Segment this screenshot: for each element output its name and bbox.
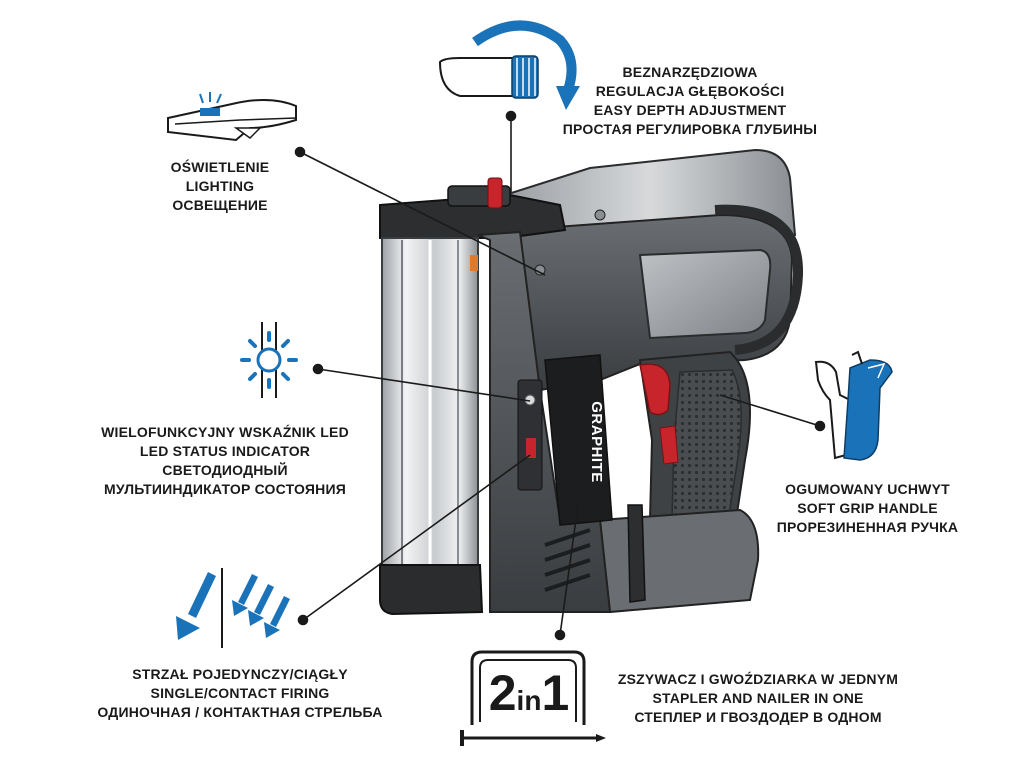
callout-2in1-line1: ZSZYWACZ I GWOŹDZIARKA W JEDNYM bbox=[617, 671, 899, 687]
two-in-one-badge-icon bbox=[460, 650, 606, 746]
depth-adjust-wheel-icon bbox=[438, 20, 580, 110]
callout-soft-grip: OGUMOWANY UCHWYT SOFT GRIP HANDLE ПРОРЕЗ… bbox=[755, 480, 980, 537]
callout-led-line4: МУЛЬТИИНДИКАТОР СОСТОЯНИЯ bbox=[103, 481, 347, 497]
callout-lighting-line1: OŚWIETLENIE bbox=[170, 159, 270, 175]
sun-indicator-icon bbox=[240, 322, 298, 398]
callout-lighting: OŚWIETLENIE LIGHTING ОСВЕЩЕНИЕ bbox=[145, 158, 295, 215]
callout-grip-line1: OGUMOWANY UCHWYT bbox=[785, 481, 950, 497]
badge-digit-two: 2 bbox=[488, 665, 517, 721]
led-light-icon bbox=[167, 92, 297, 142]
callout-lighting-line3: ОСВЕЩЕНИЕ bbox=[172, 197, 268, 213]
hand-grip-icon bbox=[814, 350, 893, 461]
callout-depth-line3: EASY DEPTH ADJUSTMENT bbox=[593, 102, 787, 118]
brand-logo: GRAPHITE bbox=[585, 387, 605, 497]
tool-body bbox=[503, 148, 804, 614]
callout-depth-line4: ПРОСТАЯ РЕГУЛИРОВКА ГЛУБИНЫ bbox=[562, 121, 818, 137]
badge-digit-one: 1 bbox=[541, 665, 570, 721]
callout-2in1-line2: STAPLER AND NAILER IN ONE bbox=[652, 690, 864, 706]
callout-firing-line1: STRZAŁ POJEDYNCZY/CIĄGŁY bbox=[132, 666, 348, 682]
callout-led-indicator: WIELOFUNKCYJNY WSKAŹNIK LED LED STATUS I… bbox=[85, 423, 365, 499]
callout-grip-line3: ПРОРЕЗИНЕННАЯ РУЧКА bbox=[776, 519, 959, 535]
callout-led-line1: WIELOFUNKCYJNY WSKAŹNIK LED bbox=[101, 424, 349, 440]
callout-2in1-line3: СТЕПЛЕР И ГВОЗДОДЕР В ОДНОМ bbox=[634, 709, 882, 725]
callout-depth-line1: BEZNARZĘDZIOWA bbox=[622, 64, 758, 80]
callout-depth-line2: REGULACJA GŁĘBOKOŚCI bbox=[595, 83, 785, 99]
callout-led-line2: LED STATUS INDICATOR bbox=[139, 443, 311, 459]
firing-arrows-icon bbox=[176, 568, 290, 648]
brand-logo-text: GRAPHITE bbox=[588, 401, 605, 483]
callout-two-in-one: ZSZYWACZ I GWOŹDZIARKA W JEDNYM STAPLER … bbox=[588, 670, 928, 727]
callout-firing-line2: SINGLE/CONTACT FIRING bbox=[150, 685, 330, 701]
two-in-one-badge-text: 2in1 bbox=[482, 664, 576, 722]
leader-lines bbox=[294, 110, 826, 641]
callout-depth-adjustment: BEZNARZĘDZIOWA REGULACJA GŁĘBOKOŚCI EASY… bbox=[540, 63, 840, 139]
callout-lighting-line2: LIGHTING bbox=[185, 178, 255, 194]
tool-magazine bbox=[379, 177, 613, 616]
callout-led-line3: СВЕТОДИОДНЫЙ bbox=[162, 462, 288, 478]
callout-firing-mode: STRZAŁ POJEDYNCZY/CIĄGŁY SINGLE/CONTACT … bbox=[90, 665, 390, 722]
badge-word-in: in bbox=[516, 685, 542, 716]
callout-firing-line3: ОДИНОЧНАЯ / КОНТАКТНАЯ СТРЕЛЬБА bbox=[97, 704, 383, 720]
callout-grip-line2: SOFT GRIP HANDLE bbox=[797, 500, 938, 516]
